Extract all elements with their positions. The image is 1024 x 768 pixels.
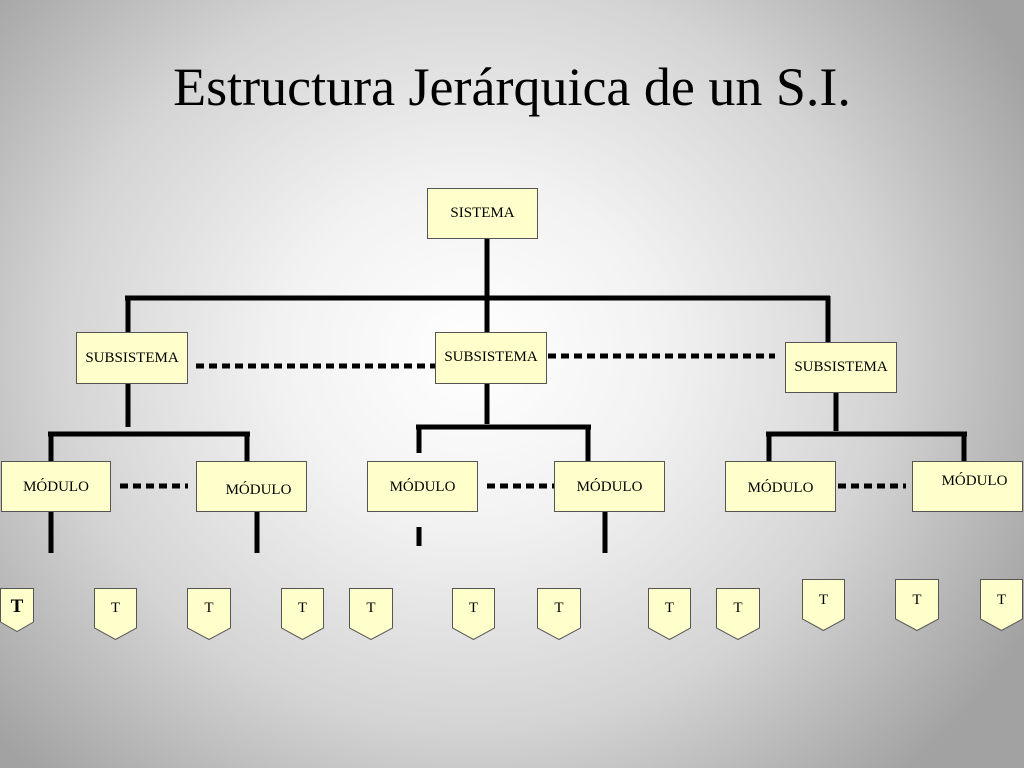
task-label: T (10, 596, 24, 617)
node-modulo-3: MÓDULO (367, 461, 478, 512)
task-7: T (537, 588, 581, 640)
node-modulo-6: MÓDULO (912, 461, 1023, 512)
task-label: T (110, 600, 121, 616)
node-subsistema-2: SUBSISTEMA (435, 332, 547, 384)
task-label: T (664, 600, 675, 616)
node-modulo-2: MÓDULO (196, 461, 307, 512)
task-9: T (716, 588, 760, 640)
task-10: T (802, 579, 845, 631)
task-8: T (648, 588, 691, 640)
task-label: T (366, 600, 376, 616)
node-label: MÓDULO (941, 473, 1008, 489)
task-label: T (912, 592, 922, 608)
node-label: MÓDULO (225, 482, 292, 498)
task-6: T (452, 588, 495, 640)
node-sistema: SISTEMA (427, 188, 538, 239)
node-modulo-5: MÓDULO (725, 461, 836, 512)
task-11: T (895, 579, 939, 631)
node-label: MÓDULO (23, 479, 89, 495)
task-label: T (204, 600, 214, 616)
node-label: SUBSISTEMA (794, 359, 888, 375)
node-label: SUBSISTEMA (444, 349, 538, 365)
node-label: MÓDULO (576, 479, 643, 495)
node-subsistema-1: SUBSISTEMA (76, 332, 188, 384)
task-3: T (187, 588, 231, 640)
task-12: T (980, 579, 1023, 631)
task-label: T (554, 600, 564, 616)
task-label: T (297, 600, 308, 616)
task-2: T (94, 588, 137, 640)
node-label: SUBSISTEMA (85, 350, 179, 366)
node-label: MÓDULO (747, 480, 814, 496)
task-5: T (349, 588, 393, 640)
node-subsistema-3: SUBSISTEMA (785, 342, 897, 393)
task-4: T (281, 588, 324, 640)
node-label: MÓDULO (389, 479, 456, 495)
task-label: T (996, 592, 1007, 608)
task-label: T (468, 600, 479, 616)
node-modulo-4: MÓDULO (554, 461, 665, 512)
task-1: T (0, 588, 34, 632)
node-label: SISTEMA (450, 205, 515, 221)
task-label: T (733, 600, 743, 616)
node-modulo-1: MÓDULO (1, 461, 111, 512)
slide-title: Estructura Jerárquica de un S.I. (173, 57, 851, 117)
task-label: T (818, 592, 829, 608)
